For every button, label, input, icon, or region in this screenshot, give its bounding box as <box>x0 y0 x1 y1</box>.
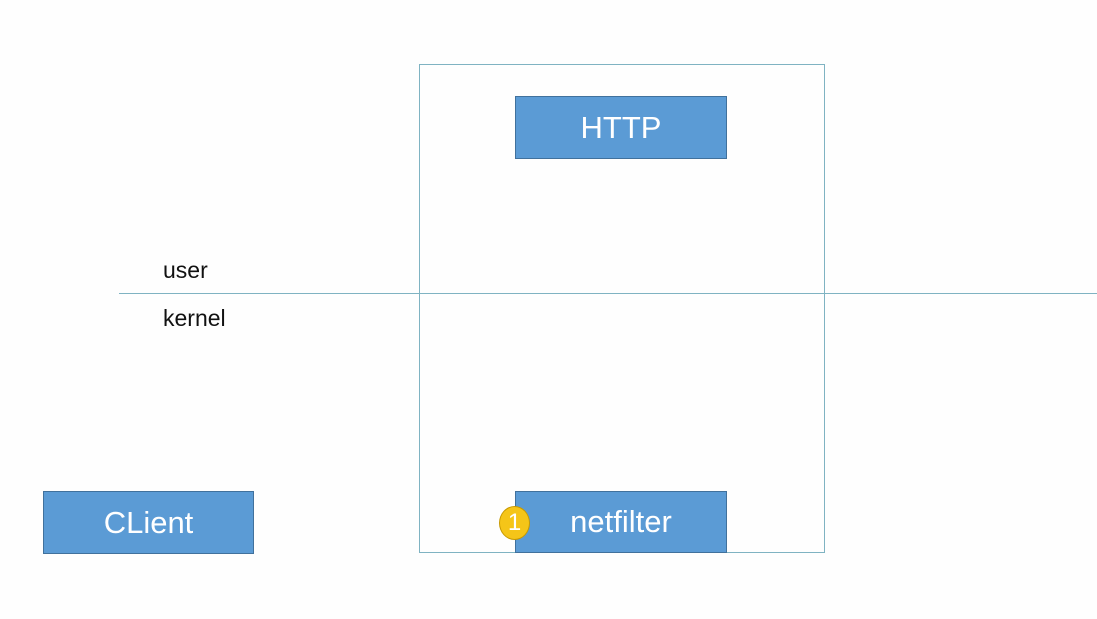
user-space-label: user <box>163 257 208 283</box>
step-number: 1 <box>507 509 522 536</box>
client-block-label: CLient <box>103 504 194 540</box>
http-block: HTTP <box>515 96 727 159</box>
step-number-badge: 1 <box>499 506 530 540</box>
http-block-label: HTTP <box>580 109 662 145</box>
netfilter-block-label: netfilter <box>570 504 672 539</box>
kernel-space-label: kernel <box>163 305 226 331</box>
user-kernel-divider <box>119 293 1097 294</box>
netfilter-block: netfilter <box>515 491 727 553</box>
client-block: CLient <box>43 491 254 554</box>
